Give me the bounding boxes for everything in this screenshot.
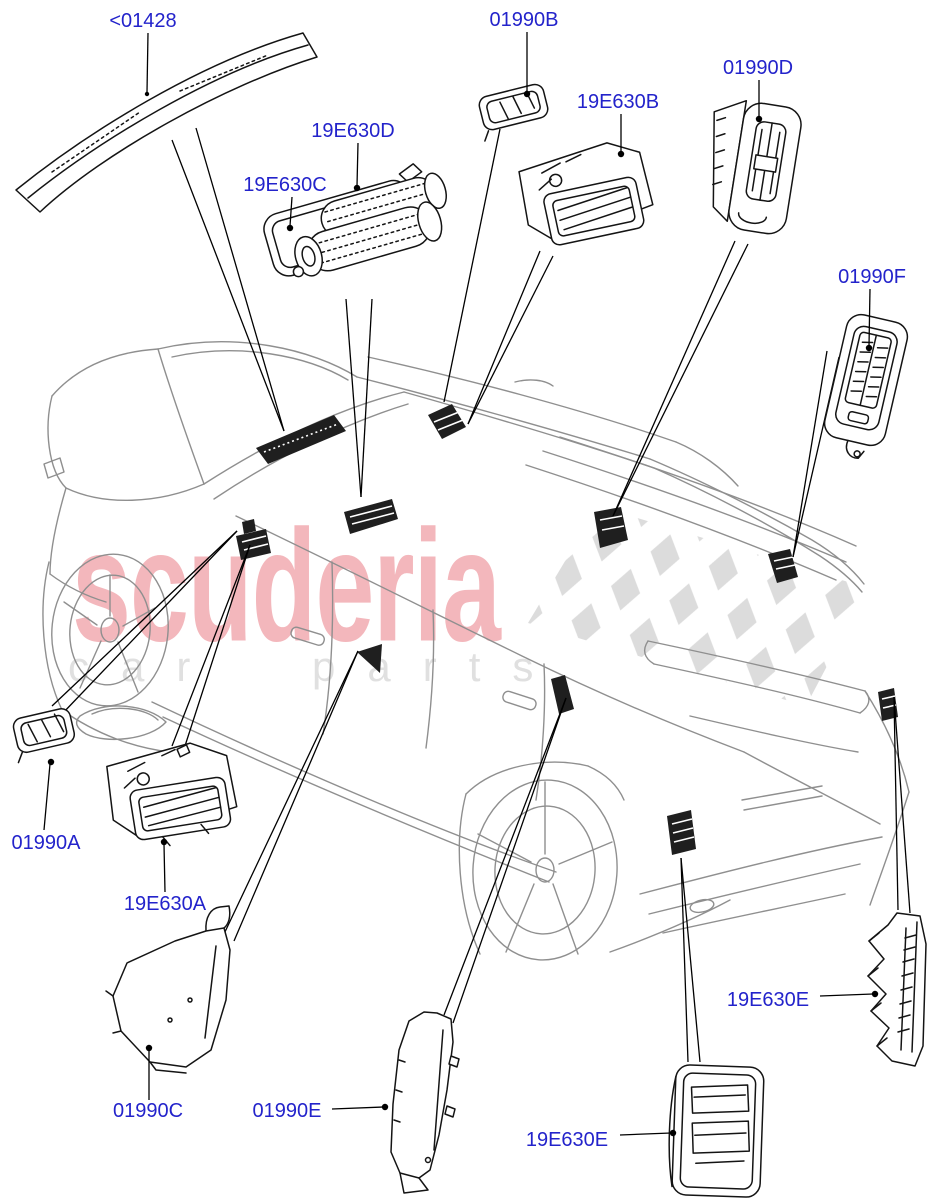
- highlight-b-pillar-vent: [357, 644, 382, 673]
- part-label-19E630B[interactable]: 19E630B: [577, 91, 659, 158]
- watermark-brand-text: scuderia: [72, 497, 502, 675]
- highlight-defroster-vent: [256, 415, 346, 464]
- svg-text:<01428: <01428: [109, 10, 176, 32]
- part-label-19E630E-lower[interactable]: 19E630E: [526, 1129, 677, 1151]
- part-label-19E630E-upper[interactable]: 19E630E: [727, 989, 879, 1011]
- svg-text:01990C: 01990C: [113, 1100, 183, 1122]
- svg-text:01990E: 01990E: [253, 1100, 322, 1122]
- part-drawing-b-pillar-panel-01990E: [390, 1011, 460, 1194]
- part-drawing-small-vent-01990B: [478, 83, 549, 142]
- part-label-01990F[interactable]: 01990F: [838, 266, 906, 352]
- part-drawing-side-dash-vent-19E630A: [106, 742, 238, 847]
- svg-text:19E630D: 19E630D: [311, 120, 394, 142]
- svg-text:19E630B: 19E630B: [577, 91, 659, 113]
- svg-text:01990A: 01990A: [12, 832, 82, 854]
- part-label-01990A[interactable]: 01990A: [12, 758, 82, 854]
- part-label-01990E[interactable]: 01990E: [253, 1100, 389, 1122]
- svg-text:01990D: 01990D: [723, 57, 793, 79]
- highlight-quarter-vent-lower: [667, 810, 696, 855]
- watermark: scuderia car parts: [68, 497, 868, 706]
- part-drawing-d-pillar-vent-01990D: [712, 99, 802, 235]
- highlight-c-pillar-vent: [551, 675, 574, 714]
- vehicle-line-art: [42, 341, 910, 961]
- part-label-01990B[interactable]: 01990B: [490, 9, 559, 98]
- part-drawing-small-vent-01990A: [12, 707, 76, 764]
- part-drawing-rear-vent-19E630E-lower: [668, 1064, 765, 1198]
- car-vent-highlights: [236, 404, 898, 855]
- part-label-01990D[interactable]: 01990D: [723, 57, 793, 123]
- part-drawing-rear-vent-19E630E-upper: [867, 912, 927, 1067]
- part-label-01990C[interactable]: 01990C: [113, 1044, 183, 1122]
- part-label-19E630D[interactable]: 19E630D: [311, 120, 395, 192]
- leader-lines: [51, 127, 911, 1063]
- checkered-flag-watermark: [528, 506, 868, 706]
- svg-text:01990B: 01990B: [490, 9, 559, 31]
- part-label-19E630C[interactable]: 19E630C: [243, 174, 327, 232]
- part-drawing-quarter-vent-01990F: [823, 313, 909, 460]
- svg-text:19E630E: 19E630E: [526, 1129, 608, 1151]
- part-drawing-defroster-grille-01428: [15, 32, 318, 213]
- svg-text:19E630C: 19E630C: [243, 174, 326, 196]
- highlight-side-dash-vent-upper: [242, 519, 256, 534]
- svg-text:19E630E: 19E630E: [727, 989, 809, 1011]
- part-label-19E630A[interactable]: 19E630A: [124, 838, 207, 915]
- part-drawing-side-dash-vent-19E630B: [518, 142, 654, 246]
- watermark-subtitle-text: car parts: [68, 643, 565, 690]
- svg-text:19E630A: 19E630A: [124, 893, 207, 915]
- part-drawing-centre-vent-assembly-19E630C-D: [263, 163, 447, 278]
- part-drawing-corner-panel-01990C: [105, 905, 231, 1074]
- svg-text:01990F: 01990F: [838, 266, 906, 288]
- part-label-01428[interactable]: <01428: [109, 10, 177, 97]
